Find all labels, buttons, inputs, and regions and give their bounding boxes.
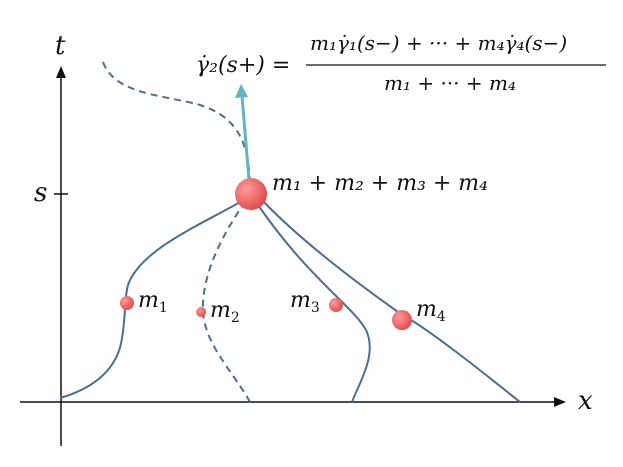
- mass-label-m2: m2: [210, 298, 240, 326]
- t-axis-arrowhead: [56, 66, 66, 78]
- t-axis-label: t: [55, 31, 66, 61]
- particle-m4: [392, 310, 412, 330]
- formula-lhs: γ̇₂(s+) =: [196, 53, 290, 78]
- trajectory-prior-dashed: [102, 61, 251, 183]
- merged-mass-label: m₁ + m₂ + m₃ + m₄: [272, 171, 488, 196]
- mass-label-m1: m1: [138, 288, 168, 316]
- s-tick-label: s: [34, 178, 47, 208]
- trajectories: [59, 61, 521, 403]
- momentum-formula: γ̇₂(s+) = m₁γ̇₁(s−) + ··· + m₄γ̇₄(s−) m₁…: [196, 31, 606, 95]
- particle-m1: [120, 296, 134, 310]
- particle-m2: [196, 307, 206, 317]
- mass-label-m3: m3: [290, 288, 320, 316]
- x-axis-label: x: [578, 386, 593, 416]
- trajectory-m3: [257, 204, 371, 403]
- formula-denominator: m₁ + ··· + m₄: [384, 71, 516, 95]
- formula-numerator: m₁γ̇₁(s−) + ··· + m₄γ̇₄(s−): [310, 31, 567, 55]
- mass-label-m4: m4: [416, 297, 446, 325]
- particle-merged: [235, 178, 267, 210]
- axes: [20, 66, 566, 446]
- particle-m3: [329, 298, 343, 312]
- velocity-arrow: [235, 84, 251, 181]
- x-axis-arrowhead: [554, 397, 566, 407]
